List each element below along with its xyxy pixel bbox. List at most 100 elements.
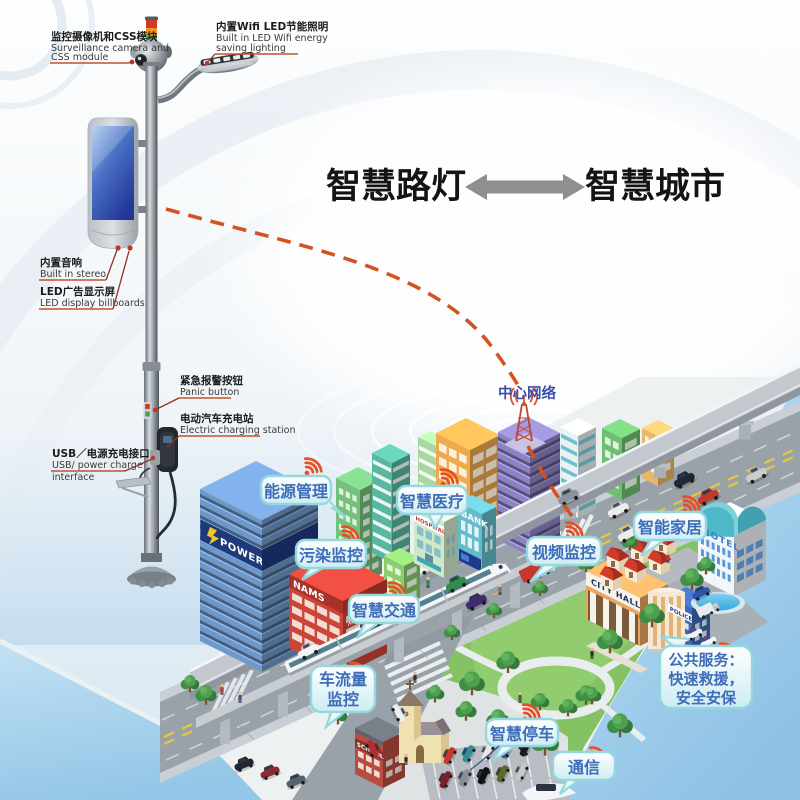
- red-roof-houses: [599, 531, 678, 591]
- tree: [530, 693, 550, 711]
- wifi-icon: [303, 457, 323, 476]
- svg-text:Panic button: Panic button: [180, 387, 239, 398]
- tree: [443, 624, 461, 641]
- tree: [639, 603, 665, 628]
- svg-text:智能家居: 智能家居: [638, 518, 702, 537]
- car: [286, 773, 308, 790]
- svg-text:Built in LED Wifi energy: Built in LED Wifi energy: [216, 33, 328, 44]
- svg-text:智慧医疗: 智慧医疗: [400, 492, 464, 511]
- svg-text:污染监控: 污染监控: [299, 546, 363, 565]
- billboard-screen: [92, 126, 134, 220]
- svg-text:公共服务：: 公共服务：: [668, 651, 743, 669]
- tree: [425, 685, 445, 703]
- car: [692, 585, 712, 602]
- person: [498, 583, 502, 595]
- svg-text:saving lighting: saving lighting: [216, 43, 286, 54]
- city-hall-steps: [586, 642, 648, 673]
- svg-text:快速救援，: 快速救援，: [668, 670, 743, 688]
- car: [438, 771, 454, 791]
- leader-dot-billboard: [127, 245, 133, 251]
- leader-dot-stereo: [115, 245, 121, 251]
- car: [457, 769, 473, 789]
- car: [234, 756, 256, 773]
- svg-text:CSS module: CSS module: [51, 52, 108, 63]
- label-stereo: 内置音响 Built in stereo: [39, 249, 118, 281]
- person: [220, 683, 224, 695]
- svg-text:紧急报警按钮: 紧急报警按钮: [180, 374, 243, 387]
- car: [673, 471, 698, 490]
- car: [465, 593, 490, 612]
- train-nose: [491, 563, 511, 579]
- callout-bubbles: 能源管理 污染监控 智慧医疗 智慧交通 车流量 监控 视频监控 智能家居 公共服…: [259, 474, 754, 795]
- car: [495, 765, 511, 785]
- hospital-awning: [417, 555, 441, 573]
- radio-tower-icon: [510, 387, 538, 442]
- car: [514, 763, 530, 783]
- car: [445, 575, 470, 594]
- callout-comm: 通信: [551, 750, 617, 795]
- car: [697, 488, 722, 507]
- callout-traffic-flow: 车流量 监控: [309, 664, 377, 731]
- tree: [680, 568, 704, 590]
- person: [238, 691, 242, 703]
- parking-lot: [420, 738, 570, 800]
- callout-pollution: 污染监控: [294, 538, 368, 581]
- crosswalk-cross-street: [384, 641, 453, 702]
- network-label: 中心网络: [498, 384, 556, 402]
- title-left: 智慧路灯: [326, 167, 466, 207]
- person: [518, 691, 522, 703]
- person: [413, 671, 417, 683]
- pole-base: [127, 553, 176, 589]
- led-lamp-head: [197, 51, 259, 74]
- car: [607, 501, 632, 520]
- svg-text:内置音响: 内置音响: [40, 256, 82, 269]
- svg-text:能源管理: 能源管理: [264, 482, 328, 501]
- callout-energy: 能源管理: [259, 474, 346, 518]
- label-camera: 监控摄像机和CSS模块 Surveillance camera and CSS …: [50, 30, 169, 65]
- svg-text:内置Wifi LED节能照明: 内置Wifi LED节能照明: [216, 20, 328, 33]
- truck: [696, 602, 720, 619]
- connection-dashed-curve: [165, 207, 574, 518]
- charging-cable: [155, 471, 177, 540]
- svg-text:interface: interface: [52, 472, 95, 483]
- tree: [180, 675, 200, 693]
- callout-parking: 智慧停车: [469, 717, 560, 771]
- callout-home: 智能家居: [632, 510, 708, 557]
- pole-upper: [145, 66, 158, 364]
- label-wifi-led: 内置Wifi LED节能照明 Built in LED Wifi energy …: [204, 20, 328, 66]
- double-arrow-icon: [465, 174, 585, 200]
- wifi-icon: [439, 468, 459, 487]
- corner-arc-2: [0, 0, 95, 109]
- car: [557, 488, 582, 507]
- pole-collar: [142, 362, 161, 371]
- svg-text:Built in stereo: Built in stereo: [40, 269, 106, 280]
- svg-text:视频监控: 视频监控: [532, 543, 596, 562]
- tree: [582, 687, 602, 705]
- car: [297, 642, 322, 661]
- label-usb: USB／电源充电接口 USB/ power charge interface: [51, 447, 156, 483]
- car: [461, 745, 477, 765]
- car: [442, 747, 458, 767]
- house: [599, 566, 624, 591]
- led-billboard: [87, 117, 146, 249]
- corner-arc-1: [0, 0, 67, 81]
- person: [666, 551, 670, 563]
- person: [590, 647, 594, 659]
- svg-text:LED display billboards: LED display billboards: [40, 298, 145, 309]
- car: [260, 764, 282, 781]
- svg-text:智慧停车: 智慧停车: [490, 725, 554, 744]
- label-charging: 电动汽车充电站 Electric charging station: [166, 412, 295, 448]
- callout-video: 视频监控: [525, 535, 603, 583]
- car: [745, 466, 770, 485]
- svg-text:监控摄像机和CSS模块: 监控摄像机和CSS模块: [51, 30, 158, 43]
- svg-text:Electric charging station: Electric charging station: [180, 425, 295, 436]
- svg-text:电动汽车充电站: 电动汽车充电站: [180, 412, 254, 425]
- tree: [696, 557, 716, 575]
- tree: [607, 713, 633, 738]
- svg-text:安全安保: 安全安保: [676, 689, 737, 707]
- parking-pointer-line: [469, 745, 500, 771]
- svg-text:车流量: 车流量: [319, 670, 367, 689]
- police-car: [686, 627, 703, 641]
- tree: [195, 685, 217, 705]
